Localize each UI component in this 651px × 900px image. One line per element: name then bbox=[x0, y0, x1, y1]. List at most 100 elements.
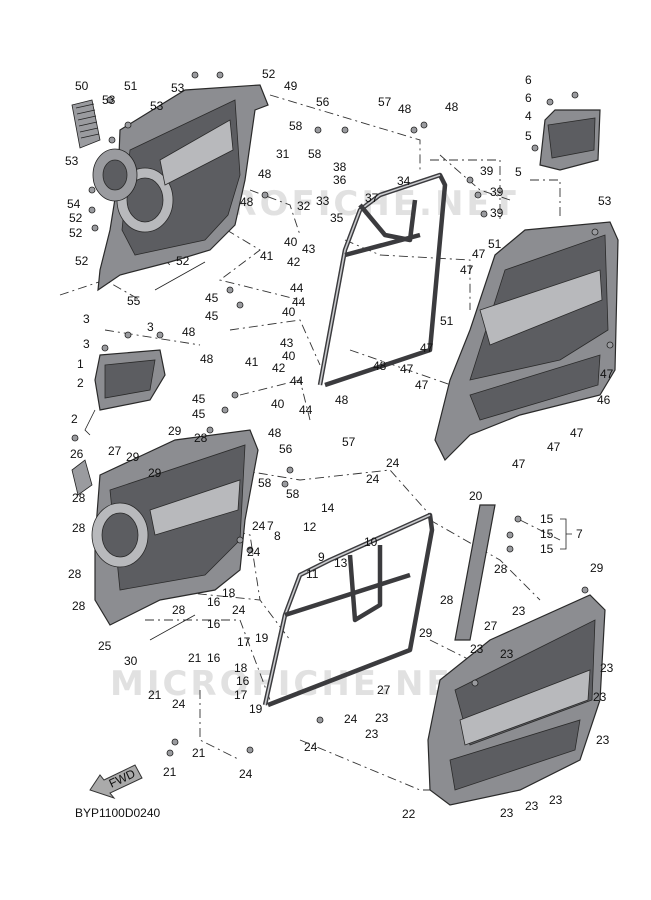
callout: 15 bbox=[540, 512, 554, 526]
callout: 19 bbox=[255, 631, 269, 645]
callout: 52 bbox=[69, 211, 83, 225]
callout: 41 bbox=[245, 355, 259, 369]
callout: 28 bbox=[494, 562, 508, 576]
callout: 53 bbox=[65, 154, 79, 168]
callout: 29 bbox=[419, 626, 433, 640]
callout: 51 bbox=[488, 237, 502, 251]
upper-right-door-panel bbox=[434, 221, 619, 462]
rods bbox=[149, 261, 206, 641]
callout: 24 bbox=[386, 456, 400, 470]
callout: 21 bbox=[163, 765, 177, 779]
callout: 47 bbox=[420, 341, 434, 355]
callout: 43 bbox=[302, 242, 316, 256]
callout: 24 bbox=[304, 740, 318, 754]
callout: 48 bbox=[182, 325, 196, 339]
callout: 12 bbox=[303, 520, 317, 534]
upper-door-frame bbox=[317, 172, 448, 388]
callout: 53 bbox=[598, 194, 612, 208]
callout: 23 bbox=[512, 604, 526, 618]
callout: 49 bbox=[284, 79, 298, 93]
callout: 48 bbox=[240, 195, 254, 209]
lower-door-frame bbox=[262, 512, 435, 708]
callout: 58 bbox=[286, 487, 300, 501]
callout: 14 bbox=[321, 501, 335, 515]
callout: 17 bbox=[234, 688, 248, 702]
callout: 25 bbox=[98, 639, 112, 653]
callout: 47 bbox=[400, 362, 414, 376]
callout: 46 bbox=[597, 393, 611, 407]
callout: 6 bbox=[525, 73, 532, 87]
callout: 48 bbox=[258, 167, 272, 181]
callout: 33 bbox=[316, 194, 330, 208]
callout: 48 bbox=[200, 352, 214, 366]
callout: 53 bbox=[150, 99, 164, 113]
callout: 47 bbox=[472, 247, 486, 261]
callout: 40 bbox=[271, 397, 285, 411]
callout: 43 bbox=[280, 336, 294, 350]
callout: 41 bbox=[260, 249, 274, 263]
callout: 24 bbox=[239, 767, 253, 781]
callout: 10 bbox=[364, 535, 378, 549]
callout: 28 bbox=[72, 599, 86, 613]
callout: 24 bbox=[366, 472, 380, 486]
callout: 55 bbox=[127, 294, 141, 308]
callout: 18 bbox=[234, 661, 248, 675]
callout: 23 bbox=[600, 661, 614, 675]
callout: 35 bbox=[330, 211, 344, 225]
part-50-grille bbox=[71, 99, 101, 149]
callout: 52 bbox=[69, 226, 83, 240]
callout: 3 bbox=[83, 337, 90, 351]
diagram-code: BYP1100D0240 bbox=[75, 806, 161, 820]
callout: 19 bbox=[249, 702, 263, 716]
callout: 4 bbox=[525, 109, 532, 123]
callout: 2 bbox=[77, 376, 84, 390]
callout: 23 bbox=[593, 690, 607, 704]
callout: 42 bbox=[272, 361, 286, 375]
callout: 45 bbox=[192, 407, 206, 421]
callout: 24 bbox=[344, 712, 358, 726]
bracket-15-7 bbox=[560, 518, 572, 550]
callout: 51 bbox=[440, 314, 454, 328]
callout: 27 bbox=[484, 619, 498, 633]
callout: 13 bbox=[334, 556, 348, 570]
callout: 32 bbox=[297, 199, 311, 213]
callout: 48 bbox=[335, 393, 349, 407]
callout: 48 bbox=[373, 359, 387, 373]
callout: 57 bbox=[378, 95, 392, 109]
callout: 8 bbox=[274, 529, 281, 543]
callout: 48 bbox=[445, 100, 459, 114]
callout: 16 bbox=[207, 617, 221, 631]
callout: 54 bbox=[67, 197, 81, 211]
callout: 28 bbox=[440, 593, 454, 607]
callout: 53 bbox=[102, 93, 116, 107]
callout: 24 bbox=[172, 697, 186, 711]
callout: 37 bbox=[365, 191, 379, 205]
callout: 31 bbox=[276, 147, 290, 161]
callout: 42 bbox=[287, 255, 301, 269]
callout: 47 bbox=[415, 378, 429, 392]
callout: 3 bbox=[83, 312, 90, 326]
callout: 27 bbox=[377, 683, 391, 697]
callout: 28 bbox=[172, 603, 186, 617]
callout: 47 bbox=[512, 457, 526, 471]
callout: 23 bbox=[365, 727, 379, 741]
callout: 30 bbox=[124, 654, 138, 668]
callout: 47 bbox=[600, 367, 614, 381]
part-1-cover bbox=[84, 349, 166, 436]
callout: 39 bbox=[490, 206, 504, 220]
callout: 29 bbox=[126, 450, 140, 464]
callout: 24 bbox=[232, 603, 246, 617]
callout: 3 bbox=[147, 320, 154, 334]
callout: 23 bbox=[500, 647, 514, 661]
callout: 2 bbox=[71, 412, 78, 426]
callout: 52 bbox=[262, 67, 276, 81]
watermark-bottom: MICROFICHE.NET bbox=[110, 664, 479, 704]
callout: 17 bbox=[237, 635, 251, 649]
callout: 48 bbox=[398, 102, 412, 116]
callout: 23 bbox=[500, 806, 514, 820]
callout: 23 bbox=[375, 711, 389, 725]
callout: 7 bbox=[267, 519, 274, 533]
callout: 52 bbox=[75, 254, 89, 268]
callout: 16 bbox=[207, 651, 221, 665]
